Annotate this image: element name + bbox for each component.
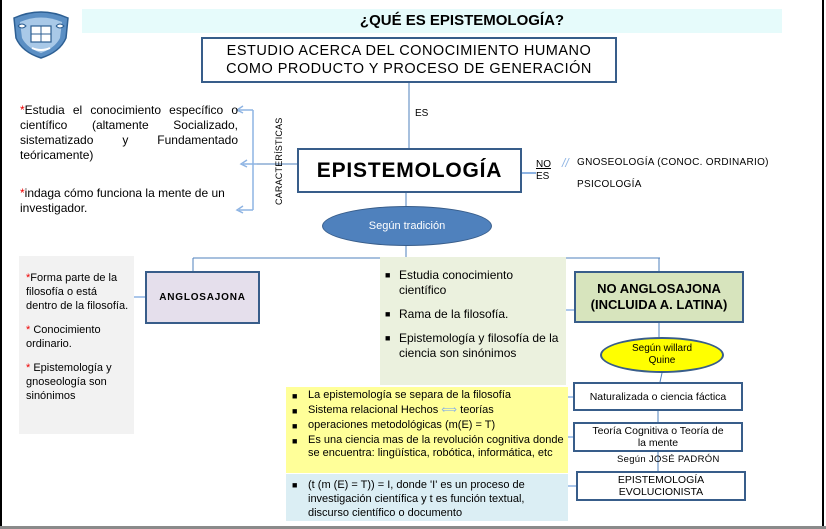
caracteristicas-label: CARACTERÍSTICAS: [274, 117, 284, 205]
no-anglosajona-box: NO ANGLOSAJONA (INCLUIDA A. LATINA): [574, 271, 744, 323]
evolucionista-notes: ■(t (m (E) = T)) = I, donde 'I' es un pr…: [292, 478, 562, 520]
list-item: ■Estudia conocimiento científico: [385, 268, 514, 297]
no-anglosajona-notes: ■Estudia conocimiento científico ■Rama d…: [385, 268, 561, 370]
evolucionista-notes-panel: [286, 474, 568, 521]
list-item: ■Es una ciencia mas de la revolución cog…: [292, 434, 564, 459]
naturalizada-notes-panel: [286, 387, 568, 473]
es-label: ES: [415, 108, 429, 119]
list-item: ■(t (m (E) = T)) = I, donde 'I' es un pr…: [292, 479, 525, 519]
list-item: ■La epistemología se separa de la filoso…: [292, 389, 568, 404]
definition-line-1: ESTUDIO ACERCA DEL CONOCIMIENTO HUMANO: [226, 43, 592, 59]
anglosajona-box: ANGLOSAJONA: [145, 271, 260, 324]
definition-line-2: COMO PRODUCTO Y PROCESO DE GENERACIÓN: [226, 61, 592, 77]
bullet-icon: ■: [292, 421, 298, 431]
frame-right-border: [822, 0, 824, 529]
list-item: ■Rama de la filosofía.: [385, 307, 509, 321]
quine-line-2: Quine: [648, 355, 676, 366]
es-sub-label: ES: [536, 171, 550, 182]
caracteristica-item: *indaga cómo funciona la mente de un inv…: [20, 186, 238, 216]
bullet-icon: ■: [292, 480, 298, 490]
definition-box: ESTUDIO ACERCA DEL CONOCIMIENTO HUMANO C…: [201, 37, 617, 83]
list-item: ■operaciones metodológicas (m(E) = T): [292, 419, 568, 434]
slashes-separator: //: [562, 156, 569, 170]
anglosajona-notes-panel: [19, 256, 134, 434]
title-band: [82, 9, 782, 33]
no-anglosajona-line-1: NO ANGLOSAJONA: [597, 281, 721, 296]
naturalizada-box: Naturalizada o ciencia fáctica: [573, 382, 743, 411]
no-anglosajona-line-2: (INCLUIDA A. LATINA): [590, 297, 728, 312]
no-es-label: NO ES: [536, 159, 551, 183]
anglosajona-notes: *Forma parte de la filosofía o está dent…: [26, 271, 130, 413]
anglosajona-note: * Epistemología y gnoseología son sinóni…: [26, 362, 112, 402]
bullet-icon: ■: [385, 309, 391, 319]
caracteristica-text: indaga cómo funciona la mente de un inve…: [20, 186, 225, 215]
evolucionista-line-2: EVOLUCIONISTA: [618, 486, 704, 498]
central-concept-box: EPISTEMOLOGÍA: [297, 148, 522, 193]
caracteristica-text: Estudia el conocimiento específico o cie…: [20, 103, 238, 162]
anglosajona-note: *Forma parte de la filosofía o está dent…: [26, 272, 129, 312]
bullet-icon: ■: [292, 436, 298, 446]
evolucionista-line-1: EPISTEMOLOGÍA: [617, 474, 705, 486]
quine-line-1: Según willard: [631, 343, 693, 354]
bullet-icon: ■: [385, 333, 391, 343]
padron-label: Según JOSÉ PADRÓN: [617, 454, 720, 465]
quine-ellipse: Según willard Quine: [600, 337, 724, 373]
cognitiva-line-1: Teoría Cognitiva o Teoría de: [592, 425, 724, 437]
university-crest-icon: [10, 8, 72, 60]
asterisk: *: [20, 186, 25, 200]
asterisk: *: [20, 103, 25, 117]
list-item: ■Sistema relacional Hechos ⟺ teorías: [292, 404, 568, 419]
frame-bottom-border: [0, 526, 826, 529]
caracteristica-item: *Estudia el conocimiento específico o ci…: [20, 103, 238, 163]
no-es-item-psicologia: PSICOLOGÍA: [577, 179, 642, 190]
bullet-icon: ■: [385, 270, 391, 280]
list-item: ■Epistemología y filosofía de la ciencia…: [385, 331, 559, 360]
tradition-ellipse: Según tradición: [322, 206, 492, 246]
naturalizada-notes: ■La epistemología se separa de la filoso…: [292, 389, 568, 459]
no-anglosajona-notes-panel: [380, 257, 566, 385]
no-label: NO: [536, 159, 551, 170]
frame-left-border: [0, 0, 2, 529]
bullet-icon: ■: [292, 391, 298, 401]
double-arrow-icon: ⟺: [441, 404, 458, 416]
bullet-icon: ■: [292, 406, 298, 416]
cognitiva-line-2: la mente: [637, 437, 679, 449]
anglosajona-note: * Conocimiento ordinario.: [26, 324, 101, 350]
no-es-item-gnoseologia: GNOSEOLOGÍA (CONOC. ORDINARIO): [577, 157, 769, 168]
page-title: ¿QUÉ ES EPISTEMOLOGÍA?: [359, 12, 565, 29]
cognitiva-box: Teoría Cognitiva o Teoría de la mente: [573, 422, 743, 452]
evolucionista-box: EPISTEMOLOGÍA EVOLUCIONISTA: [576, 471, 746, 501]
